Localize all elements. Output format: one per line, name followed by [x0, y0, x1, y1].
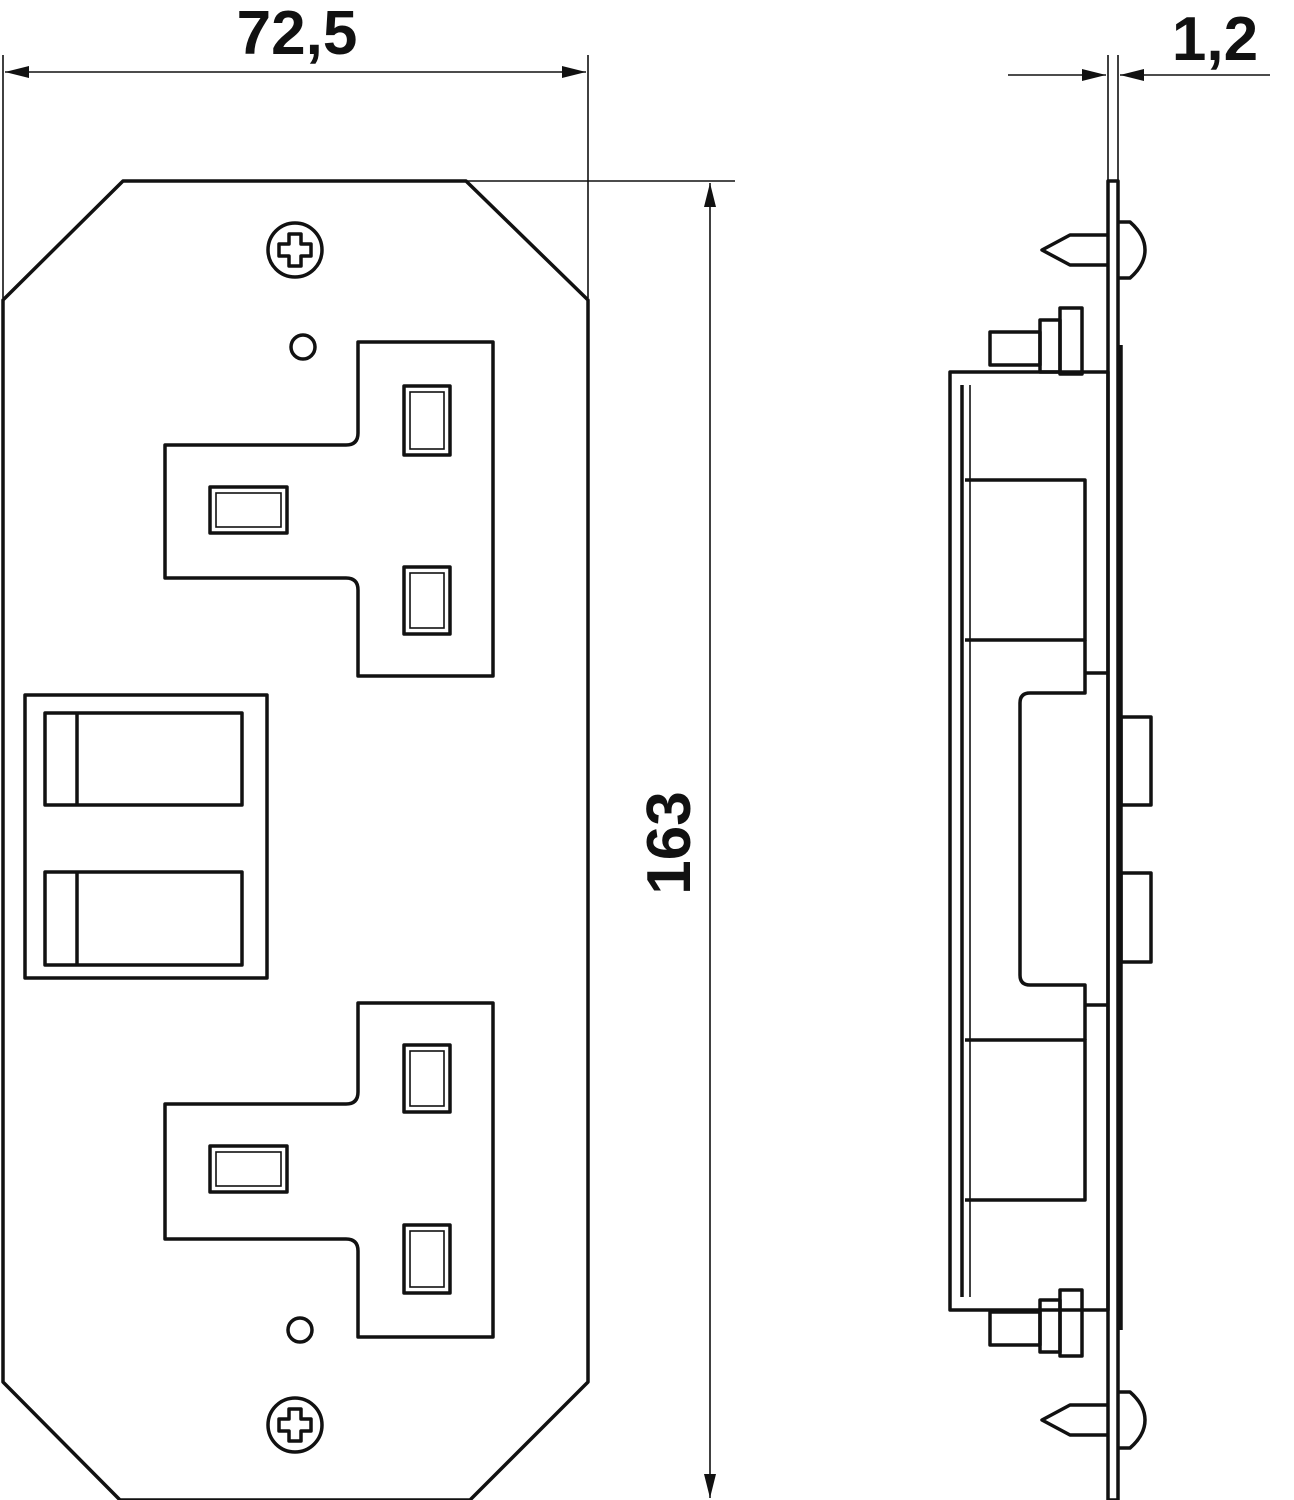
hole-top	[289, 333, 317, 361]
nut-bottom	[988, 1288, 1084, 1358]
dimension-width: 72,5	[2, 0, 589, 298]
cover-plate	[1, 179, 590, 1500]
screw-bottom	[266, 1396, 324, 1454]
knob	[1119, 871, 1153, 964]
nut-top	[988, 306, 1084, 376]
socket-bottom	[163, 1001, 495, 1339]
front-view	[1, 179, 590, 1500]
side-view	[948, 179, 1153, 1500]
side-screw-top	[1040, 220, 1147, 280]
body	[948, 370, 1110, 1312]
phillips-icon	[277, 232, 313, 268]
switch-bottom	[43, 870, 244, 967]
dimension-thickness: 1,2	[1008, 5, 1270, 180]
dimension-thickness-label: 1,2	[1172, 5, 1258, 74]
knob	[1119, 715, 1153, 807]
phillips-icon	[277, 1407, 313, 1443]
side-screw-bottom	[1040, 1390, 1147, 1450]
dimension-width-label: 72,5	[237, 0, 358, 68]
switch-block	[23, 693, 269, 980]
dimension-height: 163	[466, 180, 735, 1498]
hole-bottom	[286, 1316, 314, 1344]
socket-top	[163, 340, 495, 678]
switch-top	[43, 711, 244, 807]
screw-top	[266, 221, 324, 279]
dimension-height-label: 163	[635, 791, 704, 894]
